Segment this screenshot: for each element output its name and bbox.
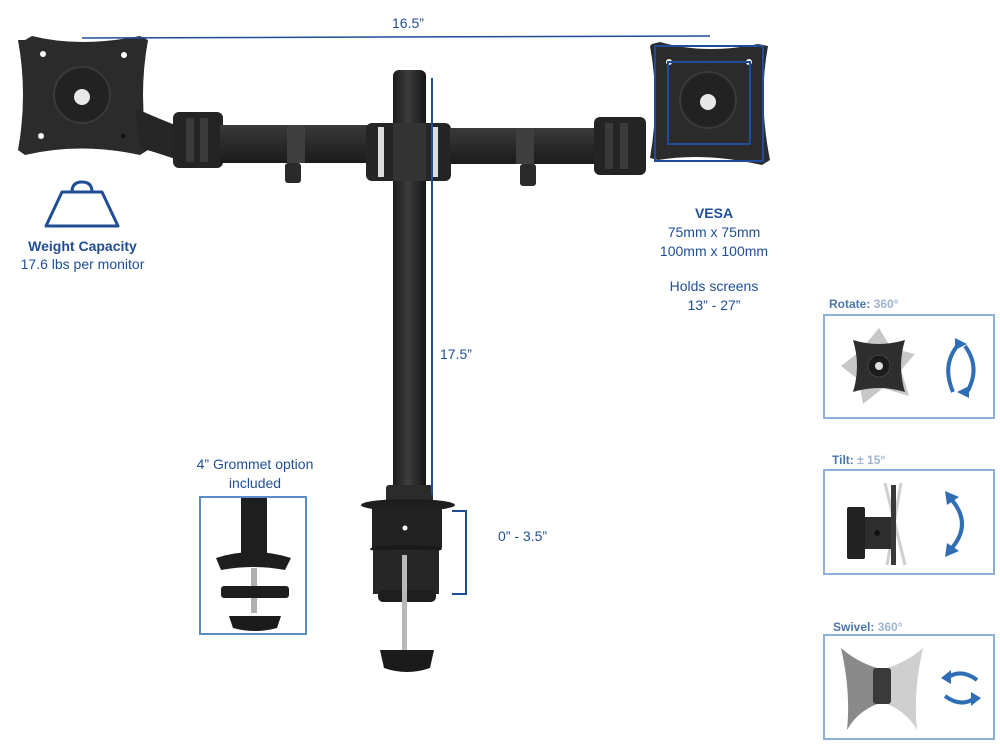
pole-height-label: 17.5”	[440, 346, 472, 362]
left-vesa-plate	[18, 36, 148, 155]
rotate-arrows-icon	[946, 338, 976, 398]
feature-swivel-panel	[823, 634, 995, 740]
holds-screens-range: 13” - 27”	[687, 297, 741, 313]
vesa-size-large: 100mm x 100mm	[659, 243, 769, 259]
grommet-caption-line2: included	[228, 475, 282, 491]
weight-capacity-value: 17.6 lbs per monitor	[20, 256, 145, 272]
rotate-plate-icon	[841, 328, 915, 404]
feature-tilt-panel	[823, 469, 995, 575]
grommet-caption-line1: 4” Grommet option	[196, 456, 314, 472]
weight-capacity-title: Weight Capacity	[28, 238, 137, 254]
feature-tilt-title: Tilt: ± 15°	[832, 453, 886, 467]
vesa-size-small: 75mm x 75mm	[667, 224, 761, 240]
tilt-plate-icon	[847, 482, 907, 566]
swivel-plate-icon	[841, 648, 923, 730]
tilt-arrow-icon	[945, 491, 964, 557]
right-vesa-plate	[650, 42, 770, 165]
feature-swivel-title: Swivel: 360°	[833, 620, 903, 634]
weight-icon	[44, 180, 120, 228]
feature-rotate-title: Rotate: 360°	[829, 297, 899, 311]
swivel-arrows-icon	[941, 670, 981, 706]
grommet-caption: 4” Grommet option included	[180, 455, 330, 493]
arm-span-label: 16.5”	[392, 15, 424, 31]
vesa-info: VESA 75mm x 75mm 100mm x 100mm Holds scr…	[640, 204, 788, 315]
grommet-illustration	[216, 498, 291, 631]
holds-screens-label: Holds screens	[669, 278, 759, 294]
vesa-title: VESA	[694, 205, 734, 221]
clamp-range-label: 0” - 3.5”	[498, 528, 548, 544]
grommet-panel	[199, 496, 307, 635]
weight-capacity: Weight Capacity 17.6 lbs per monitor	[0, 238, 165, 272]
feature-rotate-panel	[823, 314, 995, 419]
